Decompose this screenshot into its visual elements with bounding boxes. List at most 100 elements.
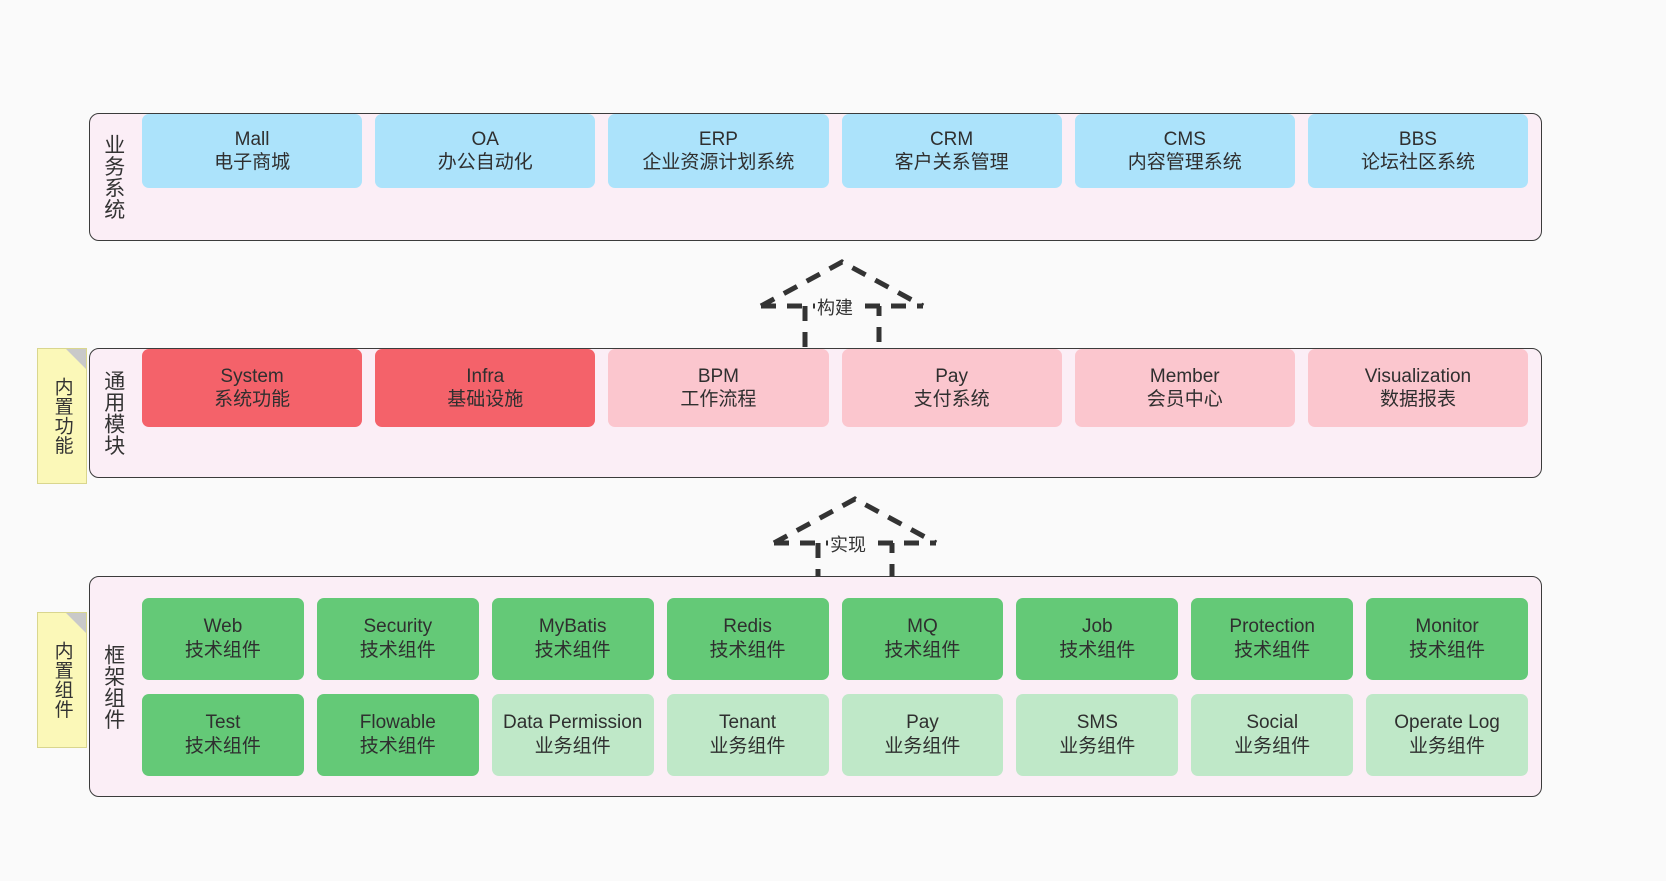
box-title: Test [205,712,241,734]
box-bbs[interactable]: BBS 论坛社区系统 [1307,114,1529,188]
box-web[interactable]: Web 技术组件 [142,597,304,680]
box-title: Tenant [719,712,777,734]
box-title: Protection [1229,616,1315,638]
box-oa[interactable]: OA 办公自动化 [375,114,596,188]
box-title: Member [1149,365,1220,387]
row-business-systems: Mall 电子商城 OA 办公自动化 ERP 企业资源计划系统 CRM 客户关系… [142,114,1529,188]
box-title: SMS [1076,712,1118,734]
box-subtitle: 企业资源计划系统 [642,152,795,173]
box-title: Social [1246,712,1299,734]
box-subtitle: 办公自动化 [437,152,533,173]
row-common-modules: System 系统功能 Infra 基础设施 BPM 工作流程 Pay 支付系统… [142,349,1529,427]
box-subtitle: 业务组件 [1234,735,1311,757]
layer-label-business-system: 业务系统 [101,134,125,220]
box-subtitle: 业务组件 [1409,735,1486,757]
box-visualization[interactable]: Visualization 数据报表 [1307,349,1529,427]
box-cms[interactable]: CMS 内容管理系统 [1074,114,1295,188]
box-subtitle: 基础设施 [447,389,524,410]
layer-business-system: 业务系统 Mall 电子商城 OA 办公自动化 ERP 企业资源计划系统 CRM… [89,113,1542,241]
box-title: Mall [234,128,270,150]
box-data-permission[interactable]: Data Permission 业务组件 [491,693,654,776]
box-subtitle: 技术组件 [534,639,611,661]
box-subtitle: 业务组件 [1059,735,1136,757]
note-builtin-functions: 内置功能 [37,348,87,484]
box-subtitle: 客户关系管理 [894,152,1009,173]
box-member[interactable]: Member 会员中心 [1074,349,1295,427]
note-fold-corner-icon [66,349,86,369]
box-monitor[interactable]: Monitor 技术组件 [1366,597,1528,680]
layer-common-module: 通用模块 System 系统功能 Infra 基础设施 BPM 工作流程 Pay… [89,348,1542,478]
box-mybatis[interactable]: MyBatis 技术组件 [491,597,654,680]
row-tech-components: Web 技术组件 Security 技术组件 MyBatis 技术组件 Redi… [142,597,1528,680]
box-title: Pay [935,365,968,387]
box-test[interactable]: Test 技术组件 [142,693,304,776]
box-title: CMS [1163,128,1206,150]
box-subtitle: 技术组件 [1234,639,1311,661]
box-title: Data Permission [502,712,643,734]
box-subtitle: 工作流程 [680,389,757,410]
layer-label-common-module: 通用模块 [101,370,125,456]
note-label: 内置功能 [51,377,73,455]
layer-framework-component: 框架组件 Web 技术组件 Security 技术组件 MyBatis 技术组件… [89,576,1542,797]
box-sms[interactable]: SMS 业务组件 [1016,693,1179,776]
box-protection[interactable]: Protection 技术组件 [1191,597,1354,680]
layer-body-business-system: Mall 电子商城 OA 办公自动化 ERP 企业资源计划系统 CRM 客户关系… [136,114,1541,188]
box-subtitle: 电子商城 [214,152,291,173]
box-subtitle: 内容管理系统 [1127,152,1242,173]
box-title: MyBatis [538,616,607,638]
box-mq[interactable]: MQ 技术组件 [841,597,1004,680]
arrow-implement-label: 实现 [828,531,868,557]
box-subtitle: 业务组件 [534,735,611,757]
box-system[interactable]: System 系统功能 [142,349,363,427]
box-title: Redis [723,616,772,638]
box-subtitle: 业务组件 [884,735,961,757]
box-title: Job [1081,616,1113,638]
box-mall[interactable]: Mall 电子商城 [142,114,363,188]
box-subtitle: 业务组件 [709,735,786,757]
box-security[interactable]: Security 技术组件 [316,597,479,680]
arrow-implement: 实现 [770,495,940,592]
box-title: Monitor [1415,616,1479,638]
box-title: BPM [697,365,740,387]
box-title: Pay [906,712,939,734]
box-title: Infra [466,365,505,387]
box-erp[interactable]: ERP 企业资源计划系统 [608,114,829,188]
box-operate-log[interactable]: Operate Log 业务组件 [1366,693,1528,776]
box-title: Operate Log [1394,712,1500,734]
box-tenant[interactable]: Tenant 业务组件 [666,693,829,776]
box-subtitle: 技术组件 [1409,639,1486,661]
box-title: System [220,365,284,387]
box-pay-business[interactable]: Pay 业务组件 [841,693,1004,776]
box-crm[interactable]: CRM 客户关系管理 [841,114,1062,188]
box-subtitle: 论坛社区系统 [1360,152,1475,173]
box-subtitle: 技术组件 [184,735,261,757]
box-bpm[interactable]: BPM 工作流程 [608,349,829,427]
box-subtitle: 数据报表 [1379,389,1456,410]
box-title: CRM [929,128,974,150]
box-title: ERP [698,128,738,150]
box-subtitle: 技术组件 [359,639,436,661]
box-title: MQ [907,616,938,638]
layer-label-framework-component: 框架组件 [101,643,125,730]
box-subtitle: 技术组件 [884,639,961,661]
box-infra[interactable]: Infra 基础设施 [375,349,596,427]
box-job[interactable]: Job 技术组件 [1016,597,1179,680]
box-title: Flowable [359,712,436,734]
box-social[interactable]: Social 业务组件 [1191,693,1354,776]
box-redis[interactable]: Redis 技术组件 [666,597,829,680]
box-subtitle: 技术组件 [359,735,436,757]
box-subtitle: 系统功能 [214,389,291,410]
row-business-components: Test 技术组件 Flowable 技术组件 Data Permission … [142,693,1528,776]
box-title: Web [203,616,243,638]
box-title: OA [471,128,499,150]
box-subtitle: 技术组件 [184,639,261,661]
box-pay[interactable]: Pay 支付系统 [841,349,1062,427]
note-builtin-components: 内置组件 [37,612,87,748]
box-subtitle: 支付系统 [913,389,990,410]
box-subtitle: 技术组件 [709,639,786,661]
box-subtitle: 技术组件 [1059,639,1136,661]
layer-body-framework-component: Web 技术组件 Security 技术组件 MyBatis 技术组件 Redi… [136,577,1541,796]
box-flowable[interactable]: Flowable 技术组件 [316,693,479,776]
arrow-build: 构建 [757,258,927,355]
note-fold-corner-icon [66,613,86,633]
